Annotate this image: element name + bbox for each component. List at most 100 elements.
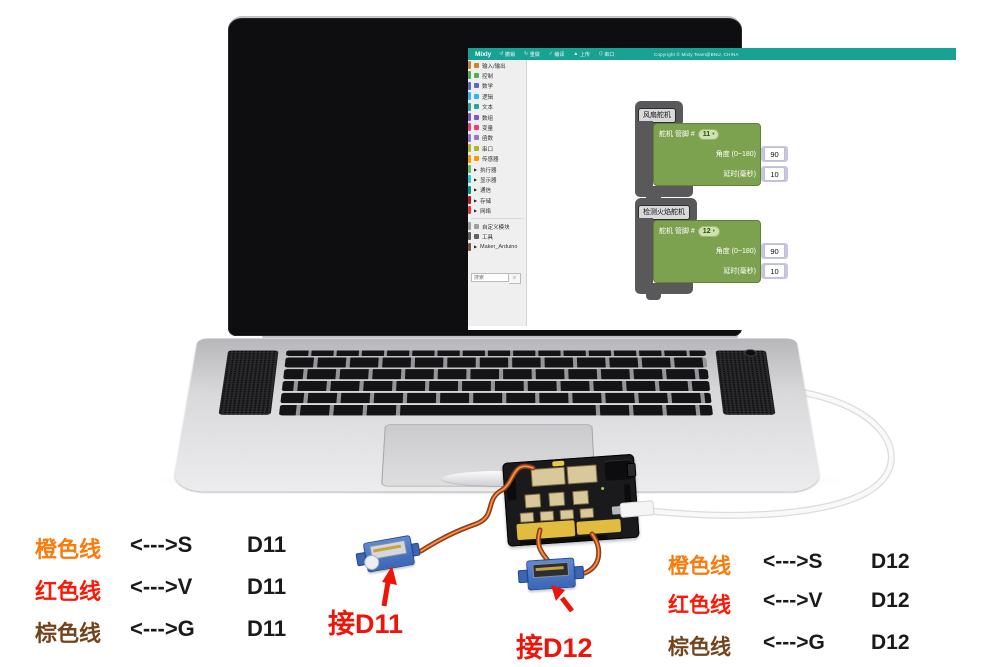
pin-header-strip <box>506 478 517 501</box>
pin-connector <box>572 490 590 506</box>
sidebar-item-display[interactable]: ▶显示器 <box>468 174 526 184</box>
sidebar-item-label: 网络 <box>479 209 491 215</box>
servo-block[interactable]: 舵机 管脚 # 12 ▾ 角度 (0~180) 90 延时(毫秒) <box>653 220 788 283</box>
wrapper-block-tab <box>646 294 661 300</box>
sidebar-item-label: 显示器 <box>479 178 497 184</box>
wire-color-label: 红色线 <box>35 579 102 604</box>
serial-icon: ⟨⟩ <box>598 51 603 57</box>
sidebar-item-function[interactable]: 函数 <box>468 133 526 143</box>
sidebar-item-logic[interactable]: 逻辑 <box>468 91 526 101</box>
pin-dropdown[interactable]: 11 ▾ <box>697 128 720 140</box>
sidebar-item-control[interactable]: 控制 <box>468 70 526 80</box>
sidebar-item-label: 存储 <box>479 198 491 205</box>
menu-item-undo[interactable]: ↺撤销 <box>499 51 515 58</box>
block-caption[interactable]: 检测火焰舵机 <box>638 204 690 220</box>
expand-arrow-icon: ▶ <box>474 244 478 250</box>
sidebar-item-actuator[interactable]: ▶执行器 <box>468 164 526 174</box>
redo-icon: ↻ <box>523 51 529 57</box>
angle-label: 角度 (0~180) <box>715 151 756 158</box>
function-category-icon <box>474 135 479 141</box>
sidebar-item-custom-module[interactable]: 自定义模块 <box>468 221 526 231</box>
servo-block-title: 舵机 管脚 # <box>659 131 695 138</box>
pin-dropdown[interactable]: 12 ▾ <box>697 225 720 237</box>
sidebar-item-label: 工具 <box>482 235 494 241</box>
category-color-stripe <box>468 232 471 241</box>
pin-label: D12 <box>871 550 910 573</box>
sidebar-item-label: 数组 <box>482 115 494 122</box>
menu-item-label: 撤销 <box>504 51 515 58</box>
category-color-stripe <box>468 123 471 132</box>
sidebar-item-storage[interactable]: ▶存储 <box>468 195 526 205</box>
delay-value[interactable]: 10 <box>764 264 785 278</box>
pin-label: D11 <box>247 532 287 557</box>
delay-value[interactable]: 10 <box>764 167 785 181</box>
value-socket: 90 <box>761 146 788 162</box>
angle-label: 角度 (0~180) <box>715 248 756 255</box>
block-caption[interactable]: 风扇舵机 <box>638 107 676 123</box>
logic-category-icon <box>474 93 479 99</box>
signal-mapping: <--->G <box>130 616 195 641</box>
pin-value: 11 <box>702 130 711 138</box>
sidebar-item-sensor[interactable]: 传感器 <box>468 154 526 164</box>
sidebar-item-in-out[interactable]: 输入/输出 <box>468 60 526 70</box>
sidebar-item-label: 串口 <box>482 146 494 153</box>
category-color-stripe <box>468 164 471 173</box>
menu-item-label: 重做 <box>529 51 540 58</box>
in-out-category-icon <box>474 62 479 68</box>
text-category-icon <box>474 104 479 110</box>
sidebar-item-label: 文本 <box>482 105 494 111</box>
wrapper-block-column <box>635 218 653 286</box>
sidebar-item-label: 传感器 <box>482 157 499 163</box>
usb-plug-body <box>619 500 655 519</box>
wire-color-label: 棕色线 <box>668 636 731 659</box>
power-jack-opening <box>626 462 637 478</box>
sidebar-item-tools[interactable]: 工具 <box>468 231 526 241</box>
wire-color-label: 橙色线 <box>668 555 731 578</box>
sidebar-separator <box>471 217 523 219</box>
sidebar-item-maker-arduino[interactable]: ▶Maker_Arduino <box>468 242 526 252</box>
value-socket: 10 <box>761 166 788 182</box>
angle-value[interactable]: 90 <box>764 147 785 161</box>
sidebar-item-array[interactable]: 数组 <box>468 112 526 122</box>
category-color-stripe <box>468 133 471 142</box>
sidebar-item-network[interactable]: ▶网络 <box>468 205 526 215</box>
category-color-stripe <box>468 175 471 184</box>
servo-body <box>362 534 416 573</box>
mixly-menu: ↺撤销 ↻重做 ✓编译 ▲上传 ⟨⟩串口 <box>499 51 623 58</box>
search-input[interactable] <box>471 273 509 282</box>
wrapper-block-foot <box>635 283 693 294</box>
laptop-lid: Mixly ↺撤销↻重做✓编译▲上传⟨⟩串口 Copyright © Mixly… <box>228 16 956 336</box>
sidebar-item-label: 变量 <box>482 126 494 132</box>
copyright-text: Copyright © Mixly Team@BNU, CHINA <box>654 51 739 57</box>
expand-arrow-icon: ▶ <box>474 208 478 214</box>
search-icon[interactable]: ⌕ <box>509 273 521 284</box>
sidebar-item-label: 输入/输出 <box>482 63 506 70</box>
value-socket: 10 <box>761 263 788 279</box>
menu-item-upload[interactable]: ▲上传 <box>573 51 589 58</box>
sidebar-item-math[interactable]: 数学 <box>468 81 526 91</box>
servo-block-title: 舵机 管脚 # <box>659 228 695 235</box>
keyboard-row <box>280 392 712 404</box>
mixly-sidebar: 输入/输出控制数学逻辑文本数组变量函数串口传感器▶执行器▶显示器▶通信▶存储▶网… <box>468 60 527 326</box>
servo-block[interactable]: 舵机 管脚 # 11 ▾ 角度 (0~180) 90 延时(毫秒) <box>653 123 788 186</box>
menu-item-serial[interactable]: ⟨⟩串口 <box>599 51 614 58</box>
sidebar-item-text[interactable]: 文本 <box>468 102 526 112</box>
mixly-logo: Mixly <box>475 50 492 58</box>
category-color-stripe <box>468 154 471 163</box>
pin-connector <box>519 511 535 523</box>
sidebar-item-label: 执行器 <box>479 167 497 174</box>
sensor-category-icon <box>474 156 479 162</box>
sidebar-item-serial[interactable]: 串口 <box>468 143 526 153</box>
angle-value[interactable]: 90 <box>764 244 785 258</box>
menu-item-redo[interactable]: ↻重做 <box>524 51 540 58</box>
sidebar-item-variable[interactable]: 变量 <box>468 122 526 132</box>
sidebar-item-comm[interactable]: ▶通信 <box>468 185 526 195</box>
value-socket: 90 <box>761 243 788 259</box>
category-color-stripe <box>468 81 471 90</box>
blockly-workspace[interactable] <box>527 60 956 330</box>
servo-motor-left <box>353 527 424 581</box>
terminal-block <box>566 464 598 485</box>
menu-item-compile[interactable]: ✓编译 <box>549 51 565 58</box>
category-color-stripe <box>468 102 471 111</box>
